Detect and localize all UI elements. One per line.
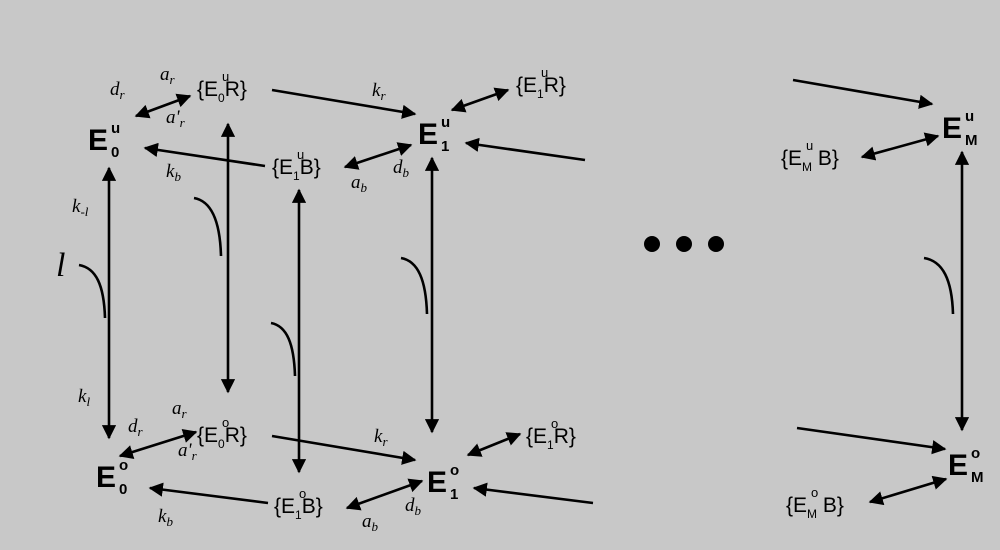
complex-E0u-R: {E0R} xyxy=(197,78,247,105)
rate-k-l: kl xyxy=(78,386,90,409)
arrow-EMoB-EMo xyxy=(868,475,948,506)
state-E0-lower: E xyxy=(96,461,116,494)
arrow-E0uR-to-E1u xyxy=(271,88,417,119)
arrow-to-EMu xyxy=(792,78,934,109)
state-EM-lower: E xyxy=(948,449,968,482)
state-E1-lower-subscript: 1 xyxy=(450,486,458,503)
complex-E1u-R-superscript: u xyxy=(541,65,548,80)
ligand-hook-E0 xyxy=(78,263,107,319)
ellipsis-dots xyxy=(644,236,724,252)
rate-d-r-upper: dr xyxy=(110,79,126,102)
rate-a-b-lower: ab xyxy=(362,511,379,534)
rate-k-b-upper: kb xyxy=(166,161,181,184)
arrow-into-E1u xyxy=(464,137,586,162)
complex-E1u-R: {E1R} xyxy=(516,74,566,101)
rate-d-b-upper: db xyxy=(393,157,410,180)
state-E1-upper: E xyxy=(418,118,438,151)
complex-EMu-B-superscript: u xyxy=(806,138,813,153)
arrow-E1uB-E1u xyxy=(343,142,413,170)
state-E1-lower-superscript: o xyxy=(450,462,459,479)
state-E1-upper-superscript: u xyxy=(441,114,450,131)
state-E0-upper-superscript: u xyxy=(111,120,120,137)
state-EM-upper-superscript: u xyxy=(965,108,974,125)
ligand-label: l xyxy=(56,247,65,284)
complex-E0o-R-superscript: o xyxy=(222,415,229,430)
rate-a-b-upper: ab xyxy=(351,172,368,195)
arrow-E0u-E0uR xyxy=(134,93,192,119)
rate-a-r-lower: ar xyxy=(172,398,188,421)
complex-EMo-B-superscript: o xyxy=(811,485,818,500)
state-E0-lower-superscript: o xyxy=(119,457,128,474)
state-E0-upper-subscript: 0 xyxy=(111,144,119,161)
state-EM-upper: E xyxy=(942,112,962,145)
rate-k-b-lower: kb xyxy=(158,506,173,529)
arrow-E1o-E1oR xyxy=(466,432,522,457)
ligand-hook-E0R xyxy=(193,196,223,257)
rate-d-b-lower: db xyxy=(405,495,422,518)
arrow-E1oB-to-E0o xyxy=(148,482,269,505)
complex-E1o-B-superscript: o xyxy=(299,486,306,501)
state-EM-upper-subscript: M xyxy=(965,132,978,149)
state-E1-lower: E xyxy=(427,466,447,499)
arrow-E1uB-to-E0u xyxy=(143,142,266,168)
complex-E1o-R: {E1R} xyxy=(526,425,576,452)
complex-E1u-B-superscript: u xyxy=(297,147,304,162)
ligand-hook-EM xyxy=(923,256,955,315)
arrow-into-E1o xyxy=(472,482,594,505)
arrow-E0o-E0oR xyxy=(118,429,198,459)
complex-E1u-B: {E1B} xyxy=(272,156,321,183)
rate-a-prime-r-upper: a'r xyxy=(166,107,186,130)
state-E0-lower-subscript: 0 xyxy=(119,481,127,498)
rate-k-minus-l: k-l xyxy=(72,196,89,219)
state-EM-lower-subscript: M xyxy=(971,469,984,486)
arrow-E1u-E1uR xyxy=(450,87,510,113)
rate-d-r-lower: dr xyxy=(128,416,144,439)
state-E1-upper-subscript: 1 xyxy=(441,138,449,155)
state-E0-upper: E xyxy=(88,124,108,157)
complex-E0o-R: {E0R} xyxy=(197,424,247,451)
rate-k-r-upper: kr xyxy=(372,80,386,103)
complex-E1o-R-superscript: o xyxy=(551,416,558,431)
complex-E1o-B: {E1B} xyxy=(274,495,323,522)
arrow-to-EMo xyxy=(796,426,947,455)
rate-k-r-lower: kr xyxy=(374,426,388,449)
rate-a-r-upper: ar xyxy=(160,64,176,87)
arrow-E1oB-E1o xyxy=(345,478,424,511)
state-EM-lower-superscript: o xyxy=(971,445,980,462)
arrow-EMuB-EMu xyxy=(860,132,940,161)
rate-a-prime-r-lower: a'r xyxy=(178,440,198,463)
complex-EMu-B: {EM B} xyxy=(781,147,839,174)
arrow-E0oR-to-E1o xyxy=(271,434,417,465)
ligand-hook-E1 xyxy=(400,256,429,315)
complex-E0u-R-superscript: u xyxy=(222,69,229,84)
ligand-hook-E1B xyxy=(270,321,297,377)
complex-EMo-B: {EM B} xyxy=(786,494,844,521)
